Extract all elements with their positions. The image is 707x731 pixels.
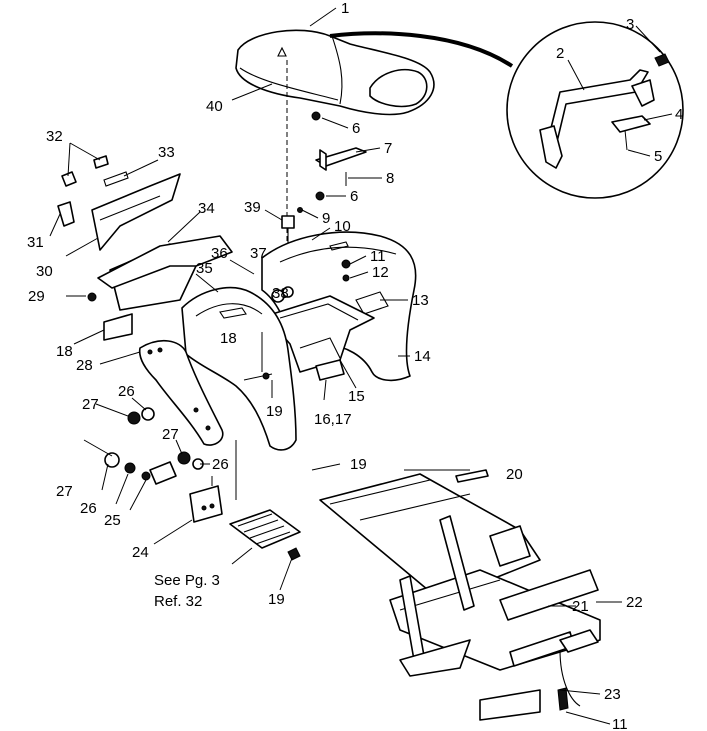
callout-36: 36 bbox=[211, 245, 228, 262]
callout-8: 8 bbox=[386, 170, 394, 187]
callout-32: 32 bbox=[46, 128, 63, 145]
latch-inset bbox=[506, 21, 684, 199]
callout-40: 40 bbox=[206, 98, 223, 115]
note-reference: Ref. 32 bbox=[154, 593, 202, 610]
callout-1: 1 bbox=[341, 0, 349, 17]
tool-box bbox=[87, 235, 233, 341]
callout-19a: 19 bbox=[266, 403, 283, 420]
footrest bbox=[229, 509, 301, 561]
callout-27b: 27 bbox=[162, 426, 179, 443]
callout-30: 30 bbox=[36, 263, 53, 280]
callout-34: 34 bbox=[198, 200, 215, 217]
callout-12: 12 bbox=[372, 264, 389, 281]
callout-11b: 11 bbox=[612, 716, 628, 731]
center-tray bbox=[265, 286, 375, 381]
callout-10: 10 bbox=[334, 218, 351, 235]
frame bbox=[319, 469, 601, 721]
callout-33: 33 bbox=[158, 144, 175, 161]
seat-hardware bbox=[281, 60, 367, 270]
callout-13: 13 bbox=[412, 292, 429, 309]
callout-5: 5 bbox=[654, 148, 662, 165]
callout-3: 3 bbox=[626, 16, 634, 33]
callout-11a: 11 bbox=[370, 248, 386, 265]
callout-18a: 18 bbox=[220, 330, 237, 347]
callout-7: 7 bbox=[384, 140, 392, 157]
callout-35: 35 bbox=[196, 260, 213, 277]
callout-18b: 18 bbox=[56, 343, 73, 360]
callout-19b: 19 bbox=[350, 456, 367, 473]
callout-15: 15 bbox=[348, 388, 365, 405]
callout-9: 9 bbox=[322, 210, 330, 227]
fasteners-left bbox=[83, 407, 204, 481]
left-fender bbox=[181, 286, 297, 451]
seat bbox=[235, 29, 435, 116]
callout-31: 31 bbox=[27, 234, 44, 251]
callout-23: 23 bbox=[604, 686, 621, 703]
callout-2: 2 bbox=[556, 45, 564, 62]
callout-16-17: 16,17 bbox=[314, 411, 352, 428]
callout-38: 38 bbox=[272, 285, 289, 302]
callout-26b: 26 bbox=[212, 456, 229, 473]
callout-29: 29 bbox=[28, 288, 45, 305]
callout-22: 22 bbox=[626, 594, 643, 611]
seat-latch-cable bbox=[329, 31, 514, 68]
callout-19c: 19 bbox=[268, 591, 285, 608]
callout-26c: 26 bbox=[80, 500, 97, 517]
callout-37: 37 bbox=[250, 245, 267, 262]
callout-20: 20 bbox=[506, 466, 523, 483]
callout-27a: 27 bbox=[82, 396, 99, 413]
callout-6b: 6 bbox=[350, 188, 358, 205]
callout-21: 21 bbox=[572, 598, 589, 615]
tool-cover bbox=[57, 155, 181, 251]
callout-28: 28 bbox=[76, 357, 93, 374]
leader-lines bbox=[49, 7, 673, 725]
callout-14: 14 bbox=[414, 348, 431, 365]
callout-labels: 1 2 3 4 5 6 6 7 8 9 10 11 11 12 13 14 15… bbox=[27, 0, 683, 731]
callout-24: 24 bbox=[132, 544, 149, 561]
callout-25: 25 bbox=[104, 512, 121, 529]
callout-27c: 27 bbox=[56, 483, 73, 500]
note-see-page: See Pg. 3 bbox=[154, 572, 220, 589]
callout-39: 39 bbox=[244, 199, 261, 216]
callout-26a: 26 bbox=[118, 383, 135, 400]
callout-6a: 6 bbox=[352, 120, 360, 137]
license-bracket bbox=[149, 440, 237, 523]
mud-flap bbox=[138, 340, 224, 446]
callout-4: 4 bbox=[675, 106, 683, 123]
